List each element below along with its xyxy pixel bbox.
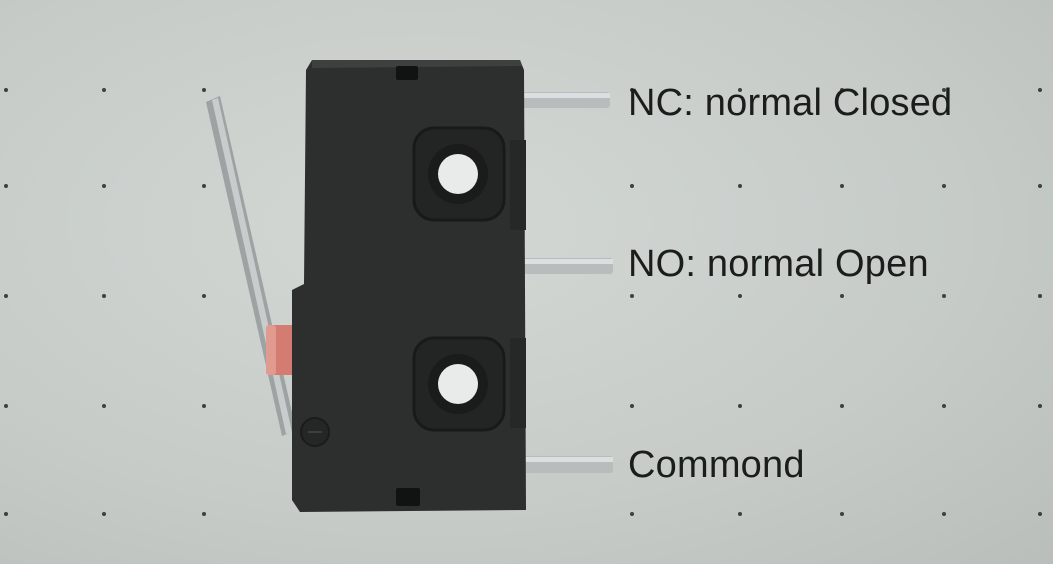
grid-dot bbox=[630, 184, 634, 188]
grid-dot bbox=[840, 88, 844, 92]
grid-dot bbox=[840, 294, 844, 298]
grid-dot bbox=[942, 512, 946, 516]
grid-dot bbox=[202, 184, 206, 188]
grid-dot bbox=[942, 404, 946, 408]
mounting-hole-top bbox=[412, 126, 506, 222]
grid-dot bbox=[840, 184, 844, 188]
grid-dot bbox=[738, 512, 742, 516]
grid-dot bbox=[942, 294, 946, 298]
grid-dot bbox=[4, 184, 8, 188]
grid-dot bbox=[840, 512, 844, 516]
grid-dot bbox=[630, 88, 634, 92]
grid-dot bbox=[102, 294, 106, 298]
grid-dot bbox=[4, 512, 8, 516]
no-label: NO: normal Open bbox=[628, 243, 929, 285]
grid-dot bbox=[102, 404, 106, 408]
grid-dot bbox=[738, 294, 742, 298]
grid-dot bbox=[4, 88, 8, 92]
terminal-common bbox=[508, 456, 613, 473]
grid-dot bbox=[4, 294, 8, 298]
mounting-hole-bottom bbox=[412, 336, 506, 432]
grid-dot bbox=[4, 404, 8, 408]
grid-dot bbox=[202, 88, 206, 92]
common-label: Commond bbox=[628, 444, 805, 486]
grid-dot bbox=[630, 404, 634, 408]
grid-dot bbox=[630, 294, 634, 298]
grid-dot bbox=[1038, 294, 1042, 298]
terminal-nc bbox=[508, 92, 610, 108]
grid-dot bbox=[738, 404, 742, 408]
grid-dot bbox=[630, 512, 634, 516]
grid-dot bbox=[1038, 512, 1042, 516]
grid-dot bbox=[738, 184, 742, 188]
grid-dot bbox=[202, 404, 206, 408]
grid-dot bbox=[202, 294, 206, 298]
grid-dot bbox=[102, 184, 106, 188]
grid-dot bbox=[840, 404, 844, 408]
lever-arm bbox=[206, 96, 296, 436]
grid-dot bbox=[1038, 184, 1042, 188]
terminal-no bbox=[508, 258, 613, 274]
grid-dot bbox=[102, 88, 106, 92]
grid-dot bbox=[1038, 88, 1042, 92]
nc-label: NC: normal Closed bbox=[628, 82, 953, 124]
grid-dot bbox=[942, 88, 946, 92]
grid-dot bbox=[942, 184, 946, 188]
grid-dot bbox=[738, 88, 742, 92]
grid-dot bbox=[102, 512, 106, 516]
grid-dot bbox=[1038, 404, 1042, 408]
grid-dot bbox=[202, 512, 206, 516]
